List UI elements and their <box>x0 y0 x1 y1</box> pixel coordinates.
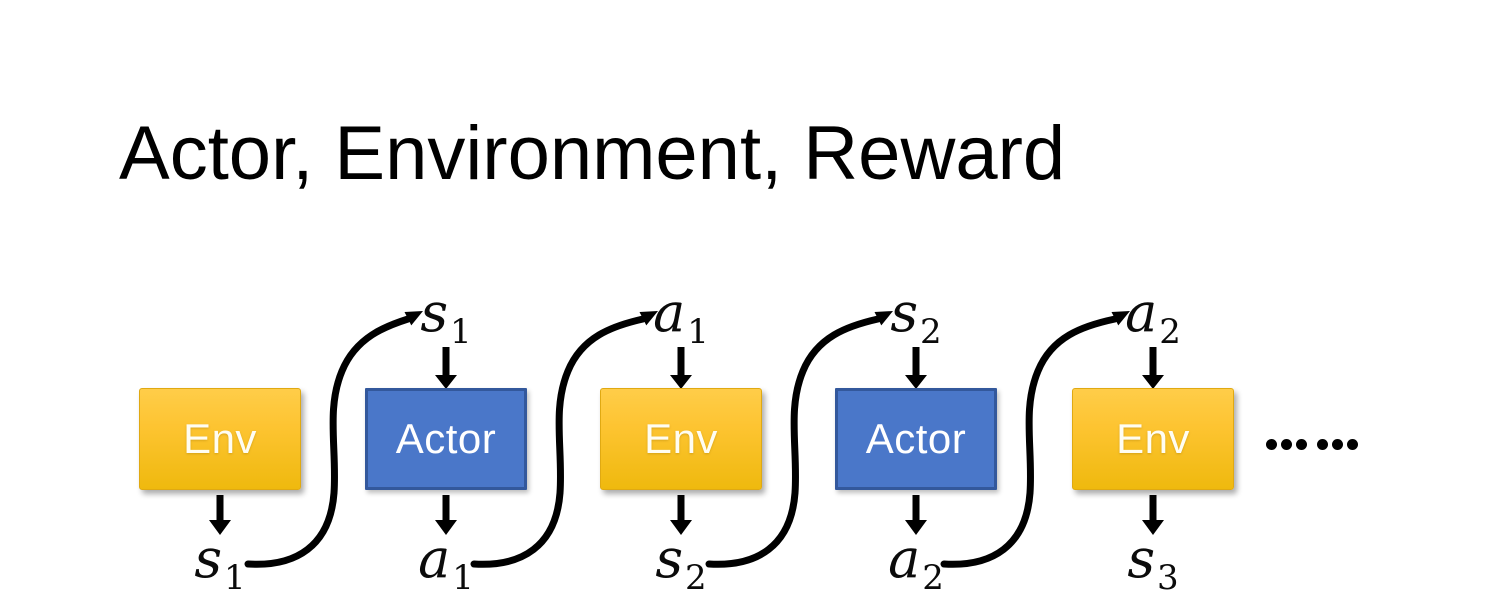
continuation-ellipsis <box>1266 438 1358 450</box>
bottom-label-s1-sub: 1 <box>224 558 246 598</box>
ellipsis-dot <box>1332 438 1343 450</box>
ellipsis-dot <box>1296 438 1307 450</box>
actor-box-2-label: Actor <box>865 415 967 462</box>
env-box-2-label: Env <box>644 415 718 462</box>
actor-box-1: Actor <box>365 388 527 490</box>
top-label-a2-sub: 2 <box>1159 312 1181 352</box>
input-arrow-a1-to-env2 <box>670 347 692 389</box>
bottom-label-a2: a2 <box>888 532 944 596</box>
bottom-label-s3: s3 <box>1127 532 1178 596</box>
bottom-label-s1: s1 <box>194 532 245 596</box>
bottom-label-s2-sub: 2 <box>685 558 707 598</box>
slide-title: Actor, Environment, Reward <box>119 111 1066 196</box>
env-box-3-label: Env <box>1116 415 1190 462</box>
bottom-label-a2-base: a <box>888 527 921 590</box>
top-label-s1-base: s <box>420 281 449 344</box>
top-label-a1: a1 <box>653 286 709 350</box>
ellipsis-dot <box>1281 438 1292 450</box>
top-label-a2-base: a <box>1125 281 1158 344</box>
bottom-label-a2-sub: 2 <box>922 558 944 598</box>
bottom-label-a1-base: a <box>418 527 451 590</box>
top-label-s2-base: s <box>890 281 919 344</box>
env-box-3: Env <box>1072 388 1234 490</box>
env-box-1: Env <box>139 388 301 490</box>
top-label-s2-sub: 2 <box>920 312 942 352</box>
top-label-a1-base: a <box>653 281 686 344</box>
actor-box-2: Actor <box>835 388 997 490</box>
top-label-s1: s1 <box>420 286 471 350</box>
input-arrow-s2-to-actor2 <box>905 347 927 389</box>
ellipsis-dot <box>1317 438 1328 450</box>
bottom-label-s1-base: s <box>194 527 223 590</box>
env-box-2: Env <box>600 388 762 490</box>
top-label-s2: s2 <box>890 286 941 350</box>
bottom-label-s3-base: s <box>1127 527 1156 590</box>
ellipsis-dot <box>1266 438 1277 450</box>
bottom-label-s3-sub: 3 <box>1157 558 1179 598</box>
top-label-s1-sub: 1 <box>450 312 472 352</box>
actor-box-1-label: Actor <box>395 415 497 462</box>
top-label-a2: a2 <box>1125 286 1181 350</box>
env-box-1-label: Env <box>183 415 257 462</box>
bottom-label-a1-sub: 1 <box>452 558 474 598</box>
bottom-label-s2: s2 <box>655 532 706 596</box>
top-label-a1-sub: 1 <box>687 312 709 352</box>
bottom-label-a1: a1 <box>418 532 474 596</box>
bottom-label-s2-base: s <box>655 527 684 590</box>
input-arrow-s1-to-actor1 <box>435 347 457 389</box>
ellipsis-dot <box>1347 438 1358 450</box>
input-arrow-a2-to-env3 <box>1142 347 1164 389</box>
